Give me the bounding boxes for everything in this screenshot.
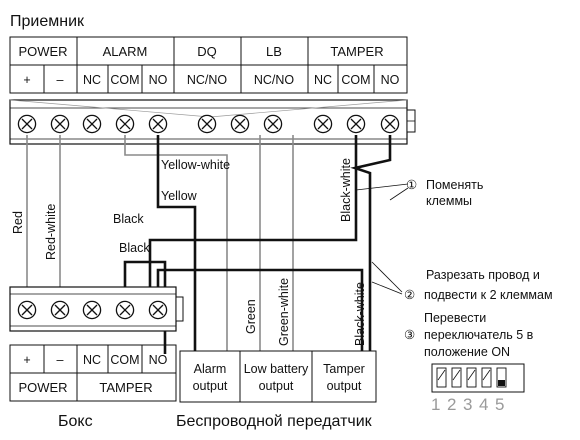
note-3-line3: положение ON <box>424 345 510 359</box>
note-1-marker: ① <box>406 178 417 192</box>
label-black-1: Black <box>113 212 144 226</box>
receiver-terminal-tamper-no: NO <box>381 73 400 87</box>
label-black-white-bottom: Black-white <box>353 282 367 346</box>
note-2-line1: Разрезать провод и <box>426 268 540 282</box>
receiver-title: Приемник <box>10 13 85 30</box>
box-group-tamper: TAMPER <box>99 380 152 395</box>
receiver-screw-3 <box>82 114 102 134</box>
receiver-terminal-minus: – <box>57 73 64 87</box>
receiver-group-tamper: TAMPER <box>330 44 383 59</box>
receiver-terminal-alarm-nc: NC <box>83 73 101 87</box>
transmitter-lowbatt-line1: Low battery <box>244 362 309 376</box>
receiver-screw-9 <box>313 114 333 134</box>
box-terminal-nc: NC <box>83 353 101 367</box>
note-pointers <box>355 183 409 295</box>
box-screw-4 <box>115 300 135 320</box>
dip-label-4: 4 <box>479 395 488 414</box>
wire-yellow <box>156 135 197 354</box>
dip-label-1: 1 <box>431 395 440 414</box>
label-red-white: Red-white <box>44 204 58 260</box>
note-1-line2: клеммы <box>426 194 472 208</box>
box-title: Бокс <box>58 413 93 430</box>
dip-label-5: 5 <box>495 395 504 414</box>
transmitter-tamper-line2: output <box>327 379 362 393</box>
receiver-terminal-lb: NC/NO <box>254 73 295 87</box>
note-3-line1: Перевести <box>424 311 486 325</box>
label-yellow-white: Yellow-white <box>161 158 230 172</box>
box-terminal-no: NO <box>149 353 168 367</box>
transmitter-alarm-line2: output <box>193 379 228 393</box>
label-green-white: Green-white <box>277 278 291 346</box>
note-2-marker: ② <box>404 288 415 302</box>
receiver-group-dq: DQ <box>197 44 217 59</box>
transmitter-title: Беспроводной передатчик <box>176 413 373 430</box>
note-3-marker: ③ <box>404 328 415 342</box>
box-screw-5 <box>148 300 168 320</box>
label-black-white-top: Black-white <box>339 158 353 222</box>
box-terminal-plus: + <box>23 353 30 367</box>
box-terminal-minus: – <box>57 353 64 367</box>
receiver-terminal-plus: + <box>23 73 30 87</box>
receiver-screw-8 <box>263 114 283 134</box>
label-black-2: Black <box>119 241 150 255</box>
label-red: Red <box>11 211 25 234</box>
receiver-terminal-table <box>9 36 408 94</box>
receiver-screw-11 <box>380 114 400 134</box>
receiver-terminal-dq: NC/NO <box>187 73 228 87</box>
label-green: Green <box>244 299 258 334</box>
receiver-screw-6 <box>197 114 217 134</box>
wire-black-white <box>350 135 392 354</box>
box-screw-1 <box>17 300 37 320</box>
transmitter-tamper-line1: Tamper <box>323 362 365 376</box>
note-1-line1: Поменять <box>426 178 483 192</box>
receiver-group-alarm: ALARM <box>103 44 148 59</box>
note-3-line2: переключатель 5 в <box>424 328 534 342</box>
receiver-screw-1 <box>17 114 37 134</box>
receiver-terminal-alarm-com: COM <box>110 73 139 87</box>
label-yellow: Yellow <box>161 189 198 203</box>
receiver-screw-2 <box>50 114 70 134</box>
dip-switch-icon <box>431 363 525 393</box>
receiver-group-lb: LB <box>266 44 282 59</box>
receiver-screw-10 <box>346 114 366 134</box>
receiver-terminal-tamper-com: COM <box>341 73 370 87</box>
transmitter-block <box>179 350 377 403</box>
receiver-screw-5 <box>148 114 168 134</box>
transmitter-lowbatt-line2: output <box>259 379 294 393</box>
dip-label-2: 2 <box>447 395 456 414</box>
wire-yellow-white <box>124 135 228 354</box>
box-screw-2 <box>50 300 70 320</box>
dip-label-3: 3 <box>463 395 472 414</box>
dip-switch-5-on <box>498 380 505 386</box>
receiver-screw-7 <box>230 114 250 134</box>
receiver-group-power: POWER <box>18 44 67 59</box>
receiver-terminal-tamper-nc: NC <box>314 73 332 87</box>
box-terminal-table <box>9 344 177 402</box>
receiver-terminal-alarm-no: NO <box>149 73 168 87</box>
wires <box>26 135 392 354</box>
box-screw-3 <box>82 300 102 320</box>
box-group-power: POWER <box>18 380 67 395</box>
receiver-screw-4 <box>115 114 135 134</box>
note-2-line2: подвести к 2 клеммам <box>424 288 553 302</box>
transmitter-alarm-line1: Alarm <box>194 362 227 376</box>
box-terminal-com: COM <box>110 353 139 367</box>
